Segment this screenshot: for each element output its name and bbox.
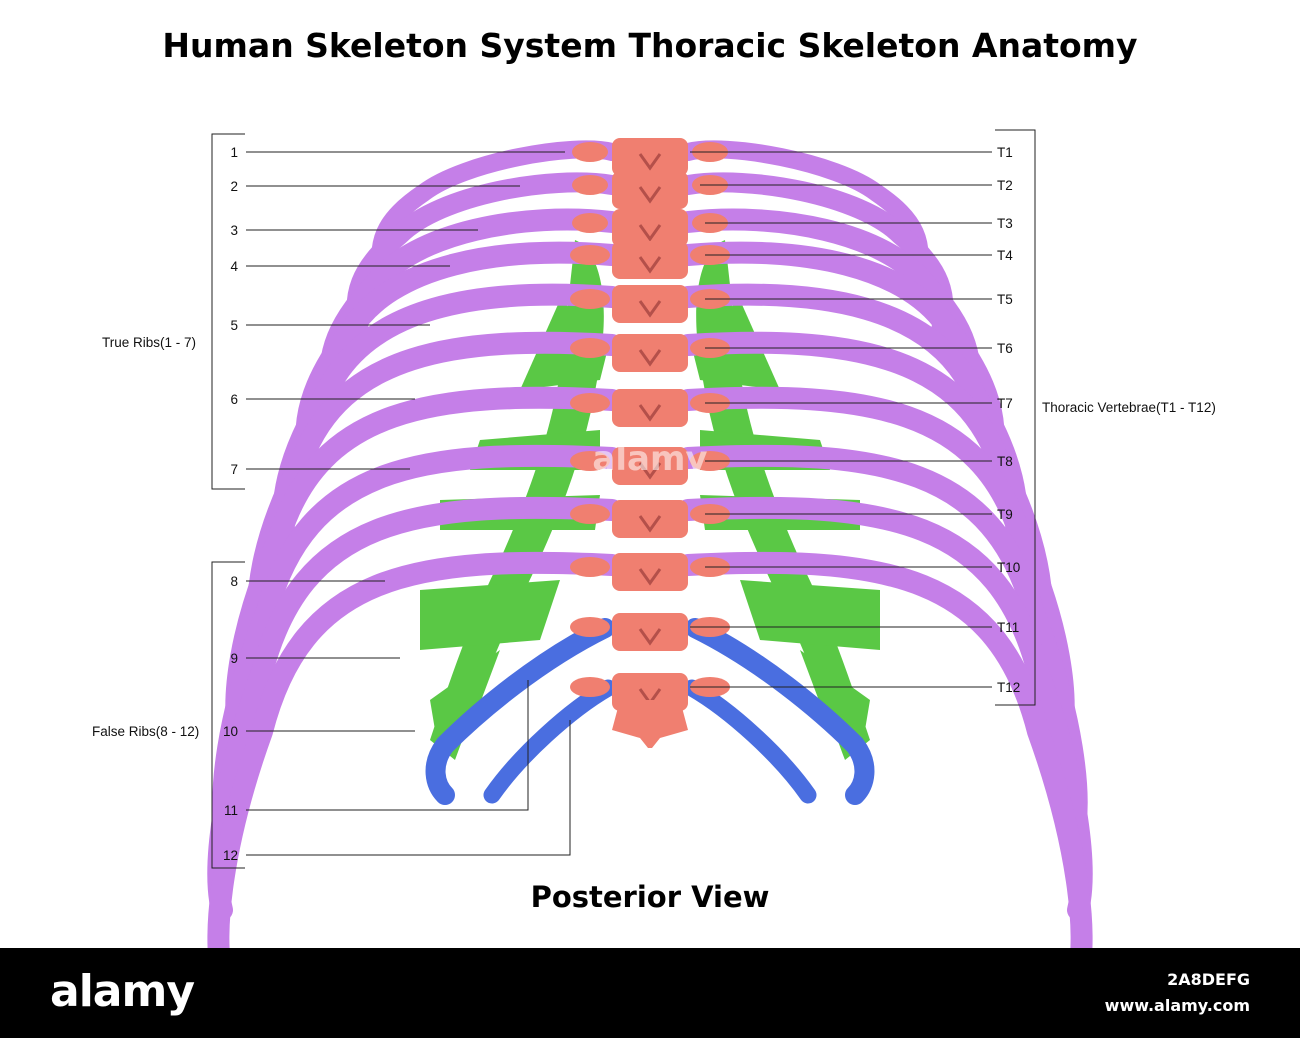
vertebra-label-12: T12	[997, 680, 1020, 695]
rib-left-10	[207, 551, 623, 948]
vertebral-column	[570, 138, 730, 748]
vertebra-11	[570, 613, 730, 651]
vertebrae-bracket	[995, 129, 1036, 706]
thoracic-vertebrae-group-label: Thoracic Vertebrae(T1 - T12)	[1042, 400, 1216, 415]
vertebra-10	[570, 553, 730, 591]
vertebra-3	[572, 209, 728, 247]
vertebra-label-7: T7	[997, 396, 1013, 411]
image-id: 2A8DEFG	[1167, 970, 1250, 989]
site-url: www.alamy.com	[1104, 996, 1250, 1015]
rib-label-9: 9	[230, 651, 238, 666]
ribs-left	[207, 140, 623, 948]
alamy-logo: alamy	[50, 966, 195, 1017]
floating-ribs	[425, 618, 875, 805]
rib-label-7: 7	[230, 462, 238, 477]
rib-label-3: 3	[230, 223, 238, 238]
rib-label-11: 11	[224, 803, 238, 818]
false-ribs-bracket	[211, 561, 245, 869]
vertebra-label-6: T6	[997, 341, 1013, 356]
rib-label-4: 4	[230, 259, 238, 274]
vertebra-label-8: T8	[997, 454, 1013, 469]
false-ribs-group-label: False Ribs(8 - 12)	[92, 724, 199, 739]
rib-label-1: 1	[230, 145, 238, 160]
vertebra-6	[570, 334, 730, 372]
rib-label-12: 12	[223, 848, 238, 863]
rib-label-8: 8	[230, 574, 238, 589]
leader-lines	[246, 151, 992, 856]
vertebra-label-10: T10	[997, 560, 1020, 575]
vertebra-label-5: T5	[997, 292, 1013, 307]
footer-bar: alamy 2A8DEFG www.alamy.com	[0, 948, 1300, 1038]
vertebra-7	[570, 389, 730, 427]
vertebra-label-4: T4	[997, 248, 1013, 263]
vertebra-5	[570, 285, 730, 323]
watermark: alamy	[592, 439, 707, 479]
rib-label-2: 2	[230, 179, 238, 194]
group-brackets	[211, 129, 1036, 869]
vertebra-label-9: T9	[997, 507, 1013, 522]
true-ribs-group-label: True Ribs(1 - 7)	[102, 335, 196, 350]
vertebra-1	[572, 138, 728, 176]
rib-leader-11	[246, 680, 529, 811]
vertebra-label-2: T2	[997, 178, 1013, 193]
vertebra-2	[572, 171, 728, 209]
rib-label-10: 10	[223, 724, 238, 739]
vertebra-8	[570, 447, 730, 485]
true-ribs-bracket	[211, 133, 245, 490]
ribs-right	[677, 140, 1093, 948]
rib-label-6: 6	[230, 392, 238, 407]
rib-label-5: 5	[230, 318, 238, 333]
rib-right-10	[677, 551, 1093, 948]
page-title: Human Skeleton System Thoracic Skeleton …	[162, 26, 1138, 65]
view-caption: Posterior View	[530, 880, 770, 914]
vertebra-label-11: T11	[997, 620, 1019, 635]
rib-leader-12	[246, 720, 571, 856]
vertebra-base	[612, 700, 688, 748]
vertebra-label-1: T1	[997, 145, 1013, 160]
vertebra-label-3: T3	[997, 216, 1013, 231]
vertebra-9	[570, 500, 730, 538]
